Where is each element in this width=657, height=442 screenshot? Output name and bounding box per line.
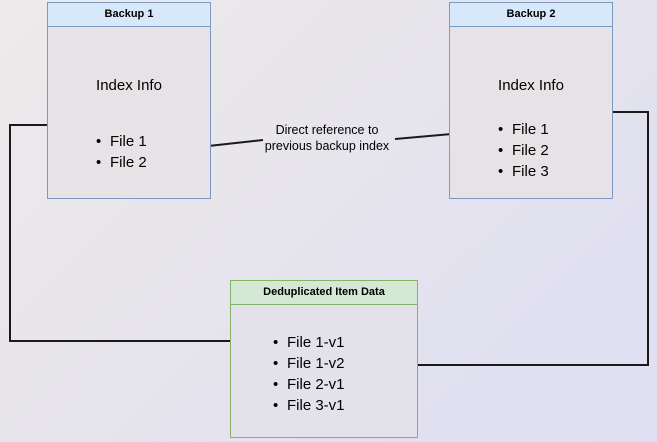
node-backup-2-header: Backup 2 xyxy=(450,3,612,27)
list-item: File 1-v2 xyxy=(273,353,345,374)
list-item: File 2 xyxy=(498,140,549,161)
annotation-direct-reference: Direct reference to previous backup inde… xyxy=(264,123,390,153)
node-dedup-header: Deduplicated Item Data xyxy=(231,281,417,305)
node-deduplicated-item-data[interactable]: Deduplicated Item Data File 1-v1 File 1-… xyxy=(230,280,418,438)
node-backup-1[interactable]: Backup 1 Index Info File 1 File 2 xyxy=(47,2,211,199)
node-dedup-file-list: File 1-v1 File 1-v2 File 2-v1 File 3-v1 xyxy=(273,332,345,416)
node-dedup-body: File 1-v1 File 1-v2 File 2-v1 File 3-v1 xyxy=(231,305,417,437)
node-backup-1-subtitle: Index Info xyxy=(96,77,162,94)
node-backup-2-subtitle: Index Info xyxy=(498,77,564,94)
list-item: File 1 xyxy=(498,119,549,140)
list-item: File 1 xyxy=(96,131,147,152)
list-item: File 3-v1 xyxy=(273,395,345,416)
node-backup-1-header: Backup 1 xyxy=(48,3,210,27)
list-item: File 3 xyxy=(498,161,549,182)
node-backup-2[interactable]: Backup 2 Index Info File 1 File 2 File 3 xyxy=(449,2,613,199)
node-backup-2-body: Index Info File 1 File 2 File 3 xyxy=(450,27,612,198)
node-backup-1-file-list: File 1 File 2 xyxy=(96,131,147,173)
list-item: File 1-v1 xyxy=(273,332,345,353)
list-item: File 2-v1 xyxy=(273,374,345,395)
list-item: File 2 xyxy=(96,152,147,173)
node-backup-2-file-list: File 1 File 2 File 3 xyxy=(498,119,549,182)
node-backup-1-body: Index Info File 1 File 2 xyxy=(48,27,210,198)
